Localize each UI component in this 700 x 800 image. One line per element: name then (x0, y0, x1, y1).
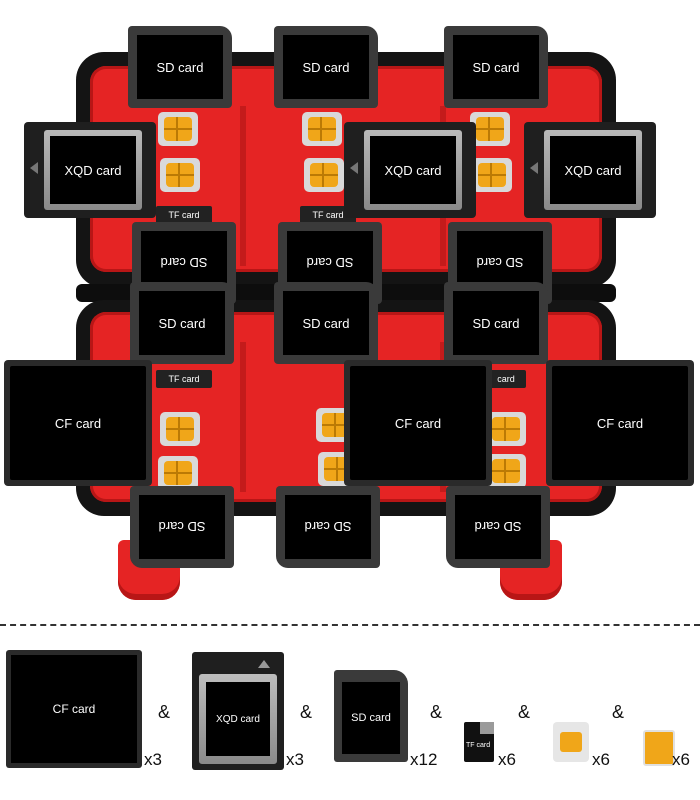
sim-card (486, 412, 526, 446)
tf-card: TF card (156, 206, 212, 224)
cf-card-slot: CF card (546, 360, 694, 486)
sd-card-slot: SD card (444, 26, 548, 108)
legend-tf-count: x6 (498, 750, 516, 769)
tf-card: TF card (156, 370, 212, 388)
legend-cf-count: x3 (144, 750, 162, 769)
capacity-legend: CF card x3 & XQD card x3 & SD card x12 &… (0, 640, 700, 800)
sd-card-slot: SD card (444, 282, 548, 364)
tf-card: card (486, 370, 526, 388)
sim-card (160, 158, 200, 192)
sim-card (160, 412, 200, 446)
sd-card-slot: SD card (274, 26, 378, 108)
sim-card (304, 158, 344, 192)
legend-nano-sim-count: x6 (672, 750, 690, 769)
xqd-card-slot: XQD card (24, 122, 156, 218)
cf-card-slot: CF card (344, 360, 492, 486)
legend-tf-card: TF card (464, 722, 494, 762)
legend-separator: & (430, 702, 443, 722)
sd-card-slot: SD card (274, 282, 378, 364)
sd-card-slot-flipped: SD card (276, 486, 380, 568)
legend-separator: & (518, 702, 531, 722)
tray-ridge (240, 342, 246, 492)
xqd-card-slot: XQD card (344, 122, 476, 218)
legend-sd-count: x12 (410, 750, 438, 769)
sim-card (158, 456, 198, 490)
sim-card (472, 158, 512, 192)
dashed-divider (0, 624, 700, 626)
legend-sd-card: SD card (334, 670, 408, 762)
sd-card-slot-flipped: SD card (130, 486, 234, 568)
legend-nano-sim-icon (643, 730, 675, 766)
sim-card (486, 454, 526, 488)
sim-card (302, 112, 342, 146)
legend-cf-card: CF card (6, 650, 142, 768)
cf-card-slot: CF card (4, 360, 152, 486)
sd-card-slot: SD card (130, 282, 234, 364)
xqd-card-slot: XQD card (524, 122, 656, 218)
legend-separator: & (612, 702, 625, 722)
legend-separator: & (300, 702, 313, 722)
legend-sim-count: x6 (592, 750, 610, 769)
legend-xqd-card: XQD card (192, 652, 284, 770)
sim-card (158, 112, 198, 146)
tf-card: TF card (300, 206, 356, 224)
legend-separator: & (158, 702, 171, 722)
tray-ridge (240, 106, 246, 266)
legend-sim-card-icon (553, 722, 589, 762)
sd-card-slot-flipped: SD card (446, 486, 550, 568)
sd-card-slot: SD card (128, 26, 232, 108)
memory-card-case: TF card TF card SD card SD card SD card … (4, 26, 694, 600)
legend-xqd-count: x3 (286, 750, 304, 769)
sim-card (470, 112, 510, 146)
